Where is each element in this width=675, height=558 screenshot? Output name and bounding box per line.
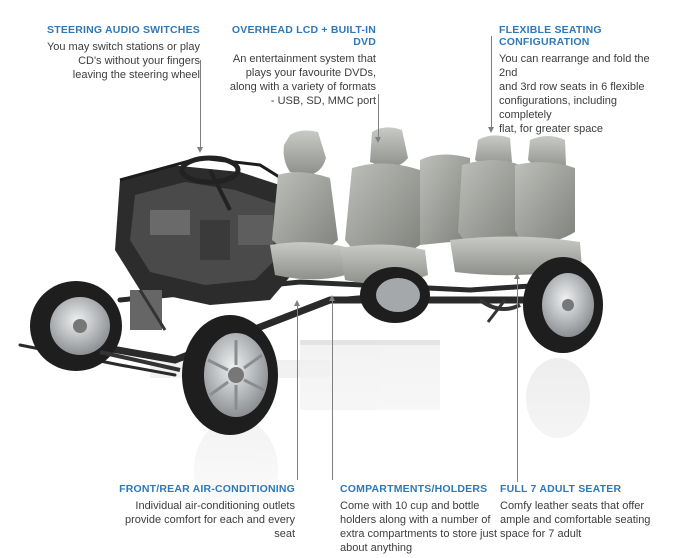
- callout-description: Come with 10 cup and bottle holders alon…: [340, 500, 498, 555]
- third-row-seat: [450, 135, 582, 276]
- overhead-pointer-line: [375, 94, 381, 143]
- seven-adult-seater-callout: FULL 7 ADULT SEATER Comfy leather seats …: [500, 483, 670, 541]
- rear-suspension: [478, 298, 521, 323]
- front-wheel-near: [182, 315, 278, 435]
- front-wheel-far: [30, 281, 122, 371]
- air-pointer-line: [294, 300, 300, 480]
- callout-title: FULL 7 ADULT SEATER: [500, 483, 622, 495]
- callout-title: STEERING AUDIO SWITCHES: [47, 24, 200, 36]
- callout-description: An entertainment system that plays your …: [229, 53, 376, 108]
- callout-title: FLEXIBLE SEATING CONFIGURATION: [499, 24, 602, 49]
- overhead-lcd-callout: OVERHEAD LCD + BUILT-IN DVD An entertain…: [214, 24, 376, 108]
- steering-audio-callout: STEERING AUDIO SWITCHES You may switch s…: [40, 24, 200, 82]
- front-seat: [270, 130, 355, 280]
- callout-description: Individual air-conditioning outlets prov…: [125, 500, 295, 541]
- steering-pointer-line: [197, 60, 203, 153]
- flexible-seating-callout: FLEXIBLE SEATING CONFIGURATION You can r…: [499, 24, 669, 136]
- callout-title: COMPARTMENTS/HOLDERS: [340, 483, 488, 495]
- callout-title: FRONT/REAR AIR-CONDITIONING: [119, 483, 295, 495]
- rear-wheel-far: [360, 267, 430, 323]
- second-row-seat: [340, 127, 470, 284]
- seater-pointer-line: [514, 273, 520, 482]
- callout-description: You may switch stations or play CD's wit…: [46, 41, 200, 82]
- callout-description: You can rearrange and fold the 2nd and 3…: [499, 53, 650, 136]
- front-suspension: [99, 289, 181, 372]
- callout-description: Comfy leather seats that offer ample and…: [500, 500, 651, 541]
- seating-pointer-line: [488, 36, 494, 133]
- compartments-pointer-line: [329, 295, 335, 480]
- compartments-holders-callout: COMPARTMENTS/HOLDERS Come with 10 cup an…: [340, 483, 498, 555]
- rear-wheel: [523, 257, 603, 353]
- steering-wheel: [179, 155, 241, 211]
- air-conditioning-callout: FRONT/REAR AIR-CONDITIONING Individual a…: [115, 483, 295, 541]
- callout-title: OVERHEAD LCD + BUILT-IN DVD: [231, 24, 376, 49]
